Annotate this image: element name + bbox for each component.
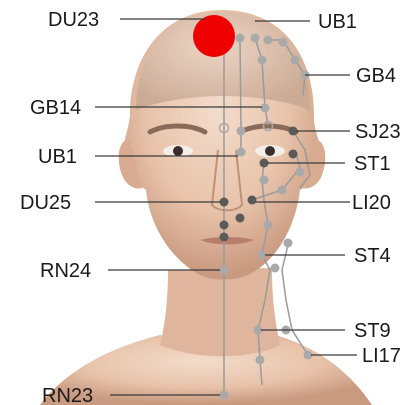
point-jaw-b	[284, 239, 293, 248]
point-neck-b	[256, 356, 265, 365]
point-nose-base-a	[236, 214, 245, 223]
label-ub1-left: UB1	[38, 146, 77, 168]
label-li20: LI20	[352, 192, 391, 214]
point-gb14	[261, 104, 270, 113]
point-gb-top-a	[264, 36, 273, 45]
label-du25: DU25	[20, 192, 71, 214]
point-du-lip	[220, 233, 229, 242]
point-eye-outer	[289, 150, 298, 159]
point-gb-top-b	[279, 38, 288, 47]
label-du23: DU23	[48, 9, 99, 31]
point-nose-base-b	[220, 221, 229, 230]
point-cheek-a	[260, 176, 269, 185]
point-li20	[248, 196, 257, 205]
label-st4: ST4	[354, 245, 391, 267]
point-du23-highlight	[193, 15, 235, 57]
point-du-top	[236, 34, 245, 43]
point-jaw-a	[264, 221, 273, 230]
point-rn24	[220, 266, 229, 275]
point-ub1-top	[251, 34, 260, 43]
point-du25	[220, 198, 229, 207]
label-li17: LI17	[362, 345, 401, 367]
left-iris	[173, 146, 183, 156]
point-ub1	[237, 148, 246, 157]
point-gb-mid	[258, 56, 267, 65]
label-ub1-top: UB1	[318, 11, 357, 33]
point-jaw-c	[271, 264, 280, 273]
right-iris	[265, 146, 275, 156]
label-sj23: SJ23	[355, 121, 401, 143]
label-rn24: RN24	[40, 260, 91, 282]
label-st9: ST9	[354, 320, 391, 342]
point-cheek-b	[278, 186, 287, 195]
point-gb-top-c	[291, 56, 300, 65]
point-cheek-c	[296, 168, 305, 177]
label-gb4: GB4	[356, 65, 396, 87]
label-rn23: RN23	[42, 385, 93, 405]
label-st1: ST1	[354, 153, 391, 175]
point-brow-a	[237, 127, 246, 136]
point-rn23	[220, 391, 229, 400]
label-gb14: GB14	[30, 97, 81, 119]
